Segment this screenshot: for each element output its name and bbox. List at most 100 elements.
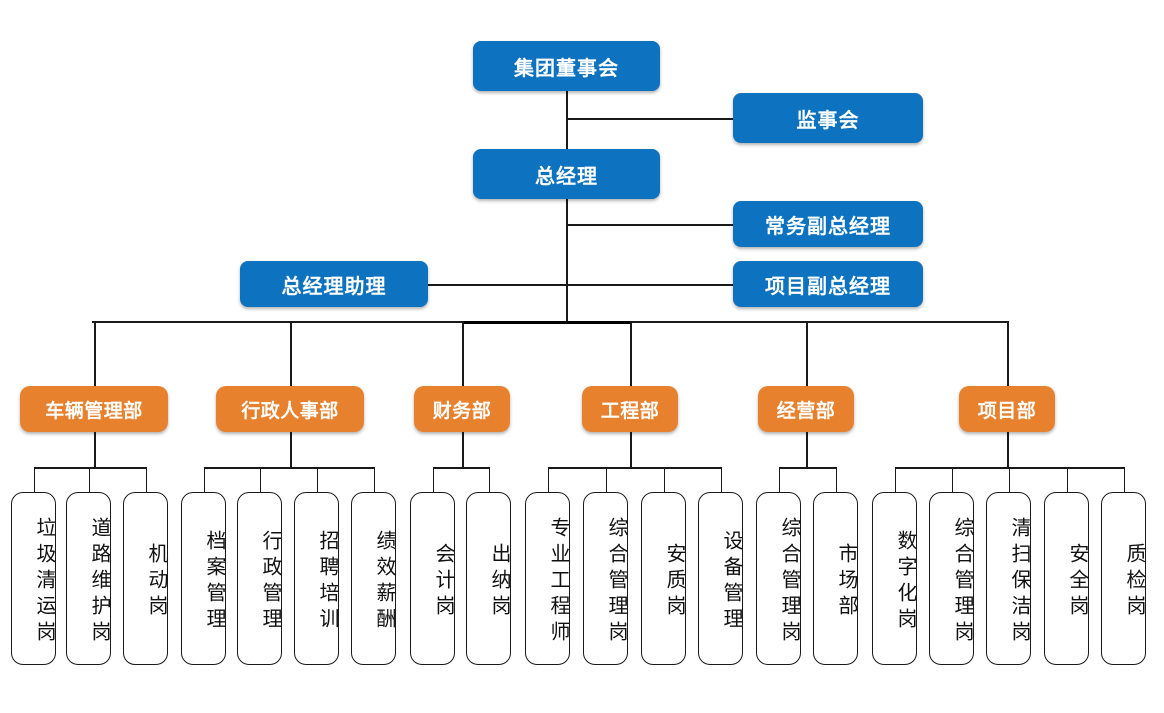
node-label: 行政管理 [259, 529, 283, 634]
connector-gm-to-execdeputy [566, 224, 733, 226]
connector-leafstem-leaf-6 [373, 467, 375, 492]
connector-leafstem-leaf-3 [203, 467, 205, 492]
node-leaf-4[interactable]: 行政管理 [237, 492, 283, 665]
node-leaf-5[interactable]: 招聘培训 [294, 492, 340, 665]
node-leaf-7[interactable]: 会计岗 [410, 492, 456, 665]
connector-leafbus-engineering [547, 467, 721, 469]
node-leaf-10[interactable]: 综合管理岗 [583, 492, 629, 665]
node-project-deputy-gm[interactable]: 项目副总经理 [733, 261, 923, 307]
node-leaf-11[interactable]: 安质岗 [641, 492, 687, 665]
connector-dept-stem-finance [462, 432, 464, 468]
node-leaf-0[interactable]: 垃圾清运岗 [11, 492, 57, 665]
node-label: 车辆管理部 [45, 399, 143, 422]
connector-leafstem-leaf-15 [894, 467, 896, 492]
node-general-manager[interactable]: 总经理 [473, 149, 660, 199]
connector-leafstem-leaf-17 [1008, 467, 1010, 492]
connector-gm-to-projdeputy [566, 284, 733, 286]
node-label: 综合管理岗 [605, 516, 629, 647]
node-label: 行政人事部 [241, 399, 339, 422]
connector-leafstem-leaf-8 [488, 467, 490, 492]
connector-leafstem-leaf-10 [605, 467, 607, 492]
node-vehicle[interactable]: 车辆管理部 [20, 386, 168, 432]
node-label: 数字化岗 [894, 529, 918, 634]
connector-leafstem-leaf-4 [259, 467, 261, 492]
node-leaf-2[interactable]: 机动岗 [123, 492, 169, 665]
node-leaf-18[interactable]: 安全岗 [1044, 492, 1090, 665]
node-supervisory[interactable]: 监事会 [733, 93, 923, 143]
node-gm-assistant[interactable]: 总经理助理 [240, 261, 428, 307]
node-operations[interactable]: 经营部 [758, 386, 854, 432]
node-label: 会计岗 [432, 542, 456, 621]
connector-leafstem-leaf-16 [951, 467, 953, 492]
node-leaf-12[interactable]: 设备管理 [698, 492, 744, 665]
node-label: 专业工程师 [547, 516, 571, 647]
node-leaf-6[interactable]: 绩效薪酬 [351, 492, 397, 665]
connector-leafstem-leaf-13 [778, 467, 780, 492]
connector-drop-adminhr [290, 321, 292, 386]
connector-leafstem-leaf-11 [663, 467, 665, 492]
node-exec-deputy-gm[interactable]: 常务副总经理 [733, 201, 923, 247]
node-leaf-8[interactable]: 出纳岗 [466, 492, 512, 665]
connector-board-down [566, 91, 568, 149]
node-leaf-16[interactable]: 综合管理岗 [929, 492, 975, 665]
node-label: 垃圾清运岗 [33, 516, 57, 647]
connector-leafbus-admin-hr [203, 467, 374, 469]
connector-dept-stem-operations [806, 432, 808, 468]
node-leaf-13[interactable]: 综合管理岗 [756, 492, 802, 665]
node-label: 集团董事会 [514, 55, 619, 80]
connector-leafstem-leaf-7 [432, 467, 434, 492]
node-label: 总经理助理 [281, 273, 387, 298]
connector-dept-stem-engineering [630, 432, 632, 468]
connector-leafstem-leaf-14 [835, 467, 837, 492]
node-label: 项目部 [977, 399, 1037, 422]
node-leaf-3[interactable]: 档案管理 [181, 492, 227, 665]
node-leaf-17[interactable]: 清扫保洁岗 [986, 492, 1032, 665]
connector-leafstem-leaf-18 [1066, 467, 1068, 492]
node-engineering[interactable]: 工程部 [582, 386, 678, 432]
node-label: 工程部 [600, 399, 660, 422]
connector-leafstem-leaf-19 [1123, 467, 1125, 492]
node-leaf-14[interactable]: 市场部 [813, 492, 859, 665]
node-leaf-9[interactable]: 专业工程师 [525, 492, 571, 665]
node-label: 招聘培训 [316, 529, 340, 634]
connector-board-to-superv [566, 118, 733, 120]
node-label: 项目副总经理 [765, 273, 891, 298]
node-label: 机动岗 [145, 542, 169, 621]
connector-gm-down [566, 199, 568, 323]
node-label: 常务副总经理 [765, 213, 891, 238]
node-label: 监事会 [796, 107, 860, 132]
node-finance[interactable]: 财务部 [414, 386, 510, 432]
node-label: 质检岗 [1123, 542, 1147, 621]
node-leaf-19[interactable]: 质检岗 [1101, 492, 1147, 665]
connector-leafstem-leaf-1 [88, 467, 90, 492]
connector-dept-stem-vehicle [94, 432, 96, 468]
connector-gmasst-to-trunk [428, 284, 566, 286]
connector-dept-bus-emph [462, 321, 630, 324]
node-label: 市场部 [835, 542, 859, 621]
node-label: 经营部 [776, 399, 836, 422]
connector-drop-finance [462, 321, 464, 386]
node-label: 综合管理岗 [778, 516, 802, 647]
connector-leafstem-leaf-5 [316, 467, 318, 492]
connector-leafstem-leaf-9 [547, 467, 549, 492]
node-label: 设备管理 [720, 529, 744, 634]
node-label: 道路维护岗 [88, 516, 112, 647]
connector-leafstem-leaf-2 [145, 467, 147, 492]
connector-leafbus-operations [778, 467, 836, 469]
node-leaf-1[interactable]: 道路维护岗 [66, 492, 112, 665]
node-label: 总经理 [535, 163, 598, 188]
node-label: 绩效薪酬 [373, 529, 397, 634]
node-leaf-15[interactable]: 数字化岗 [872, 492, 918, 665]
connector-dept-stem-admin-hr [290, 432, 292, 468]
node-label: 安全岗 [1066, 542, 1090, 621]
node-project[interactable]: 项目部 [959, 386, 1055, 432]
connector-drop-engineering [630, 321, 632, 386]
connector-leafbus-finance [432, 467, 489, 469]
node-label: 档案管理 [203, 529, 227, 634]
connector-leafstem-leaf-12 [720, 467, 722, 492]
node-label: 出纳岗 [488, 542, 512, 621]
node-board[interactable]: 集团董事会 [473, 41, 660, 91]
node-admin-hr[interactable]: 行政人事部 [216, 386, 364, 432]
connector-drop-operations [806, 321, 808, 386]
